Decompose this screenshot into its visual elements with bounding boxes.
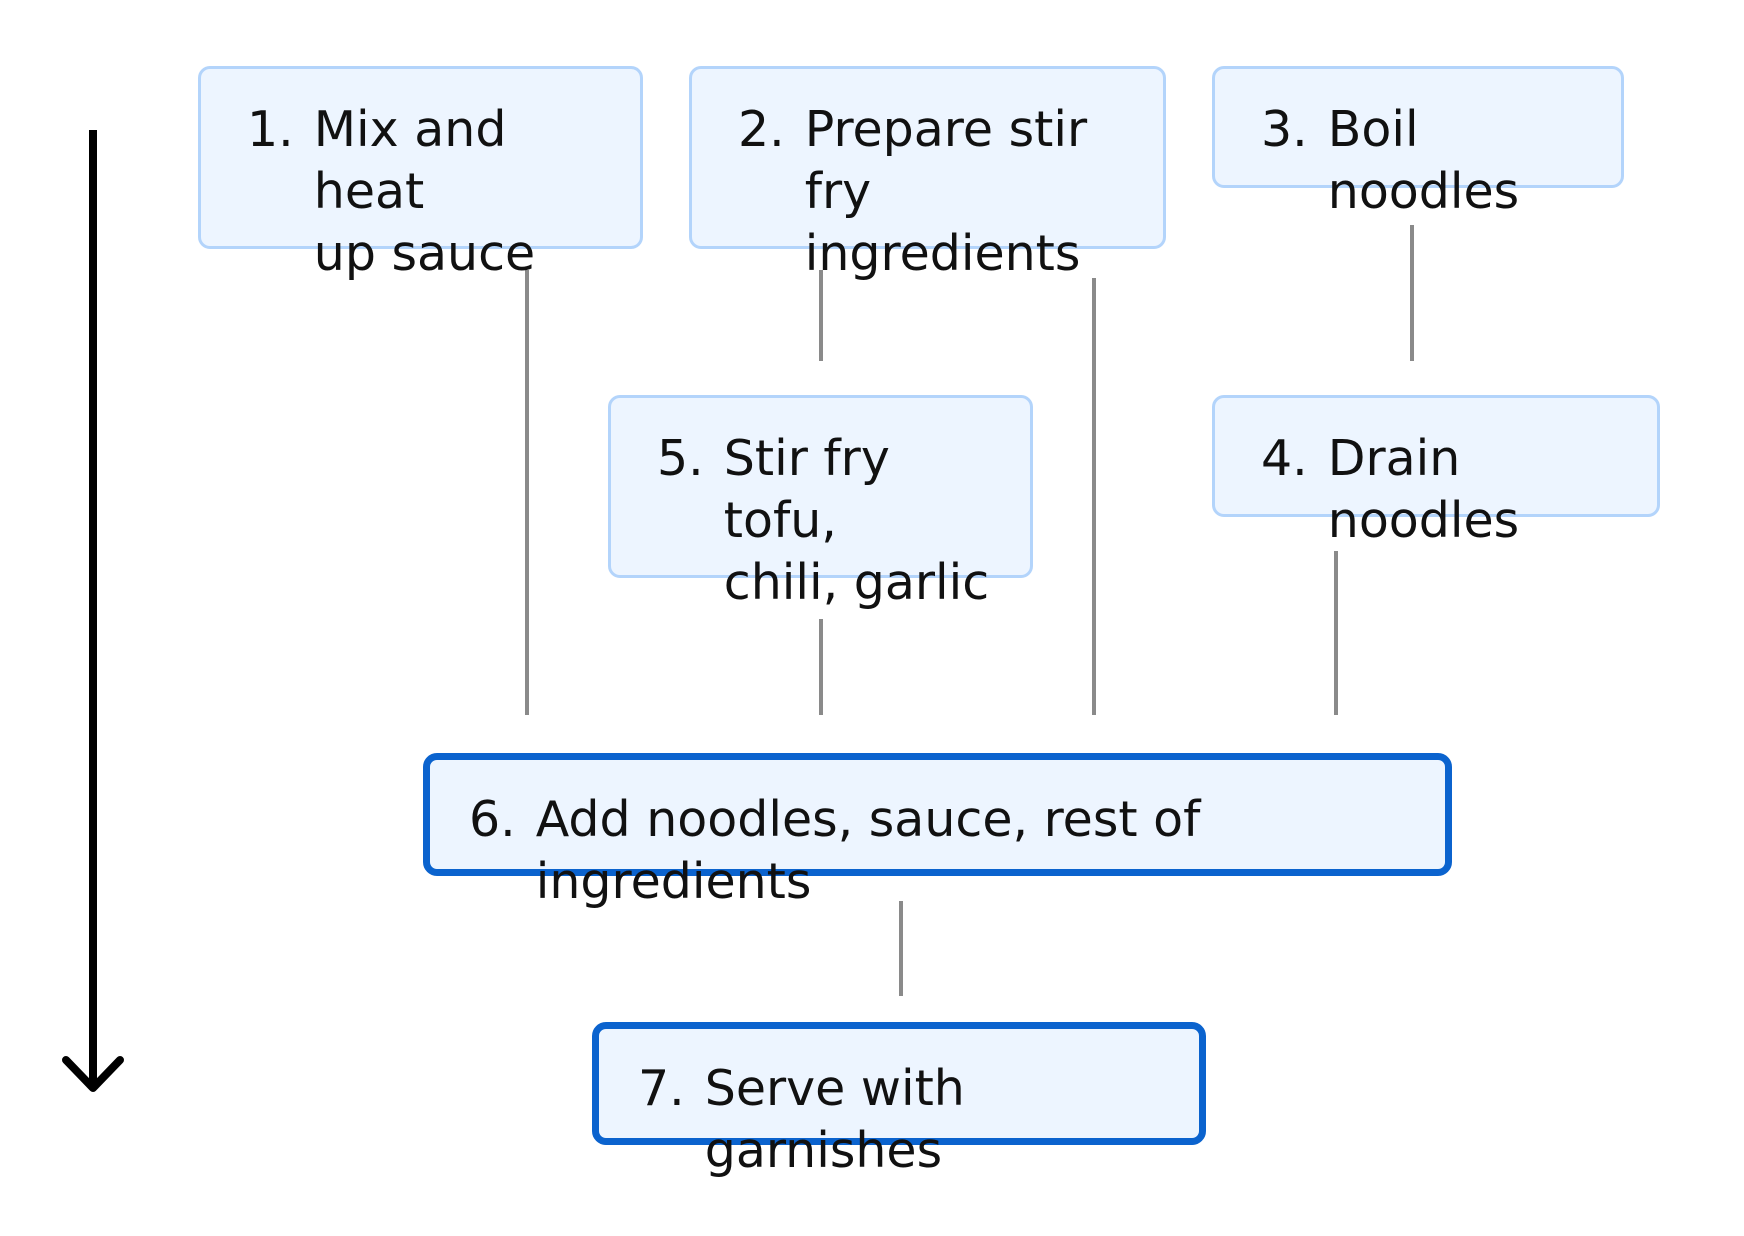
step-2-number: 2.: [738, 101, 785, 158]
step-3-label: Boil noodles: [1327, 101, 1520, 220]
step-5-label: Stir fry tofu, chili, garlic: [723, 430, 990, 611]
step-7-label: Serve with garnishes: [704, 1060, 965, 1179]
step-6-label: Add noodles, sauce, rest of ingredients: [535, 791, 1201, 910]
step-5-number: 5.: [657, 430, 704, 487]
step-2-box: 2. Prepare stir fry ingredients: [689, 66, 1166, 282]
step-3-number: 3.: [1261, 101, 1308, 158]
step-4-number: 4.: [1261, 430, 1308, 487]
step-1-box: 1. Mix and heat up sauce: [198, 66, 643, 282]
step-4-box: 4. Drain noodles: [1212, 395, 1660, 549]
step-6-number: 6.: [469, 791, 516, 848]
step-3-box: 3. Boil noodles: [1212, 66, 1624, 220]
step-1-label: Mix and heat up sauce: [313, 101, 536, 282]
step-7-number: 7.: [638, 1060, 685, 1117]
step-5-box: 5. Stir fry tofu, chili, garlic: [608, 395, 1033, 611]
step-4-label: Drain noodles: [1327, 430, 1520, 549]
timeline-arrow-head: [62, 1056, 124, 1092]
step-7-box: 7. Serve with garnishes: [592, 1022, 1206, 1179]
step-2-label: Prepare stir fry ingredients: [804, 101, 1088, 282]
step-6-box: 6. Add noodles, sauce, rest of ingredien…: [423, 753, 1452, 910]
step-1-number: 1.: [247, 101, 294, 158]
